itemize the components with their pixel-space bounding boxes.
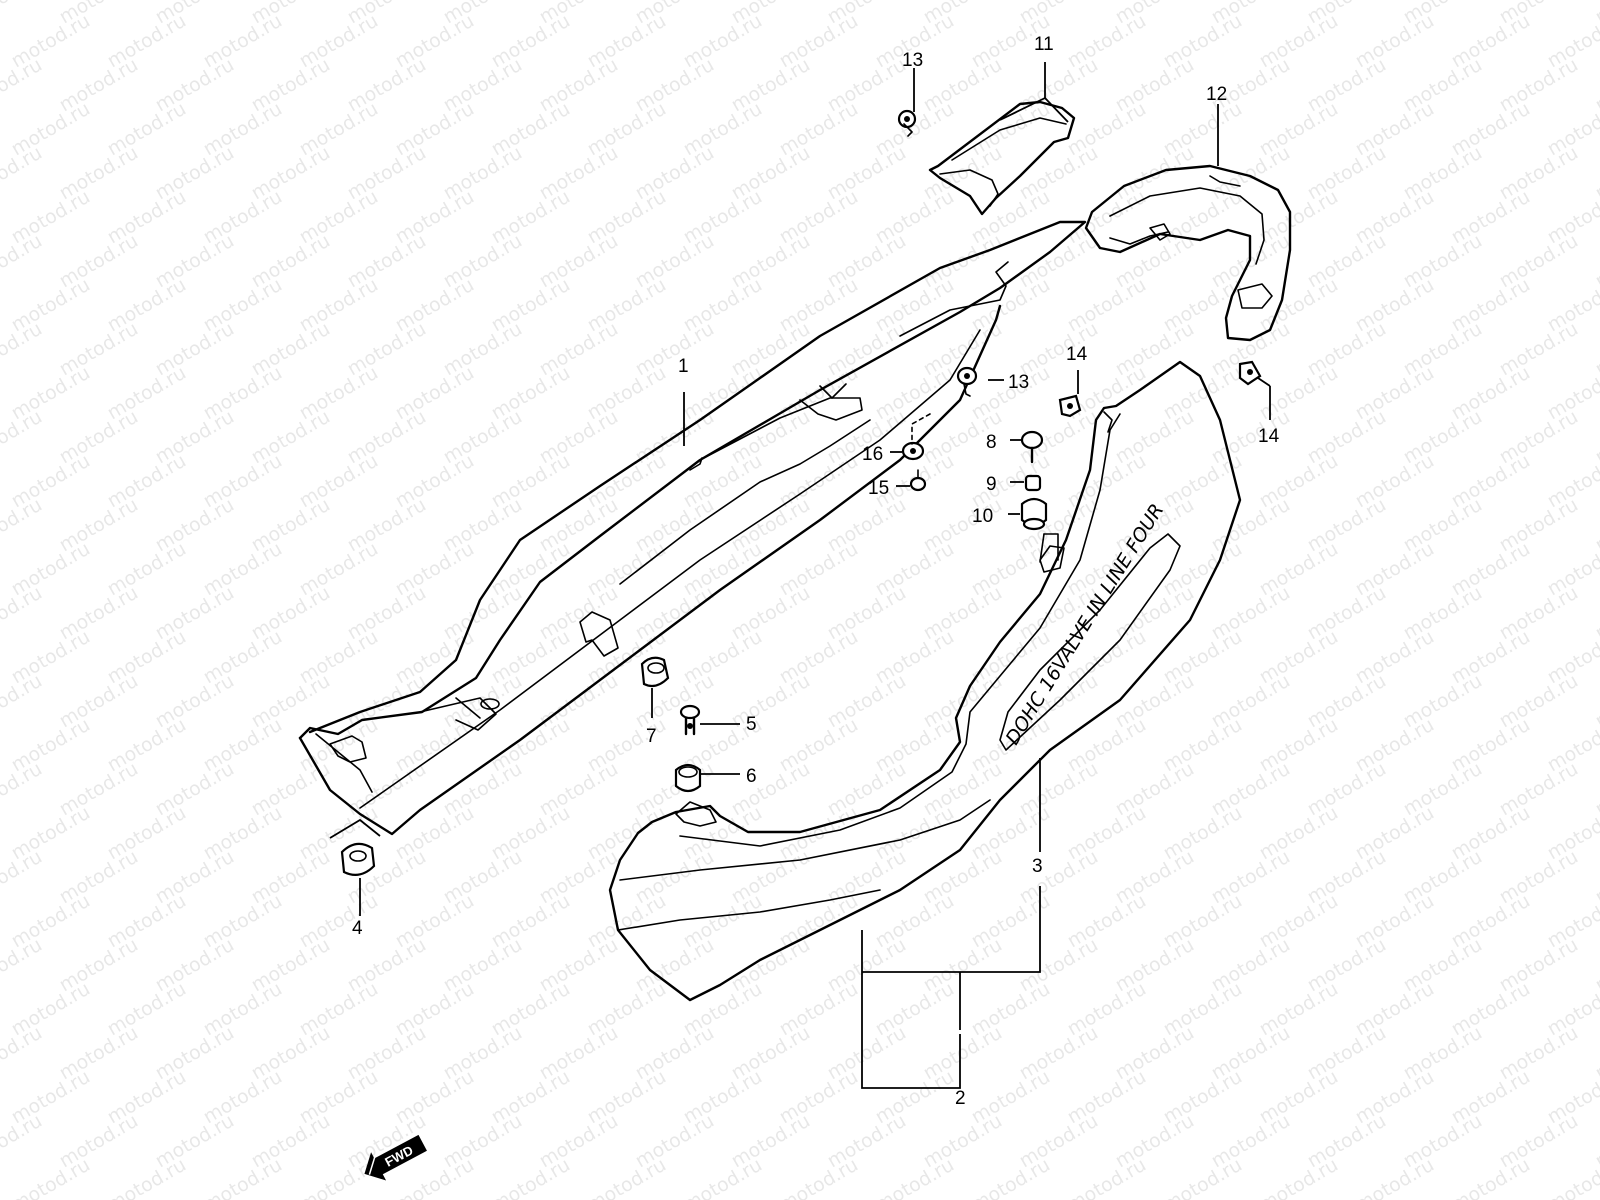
callout-16: 16 <box>862 444 883 465</box>
watermark-text: motod.ru <box>1592 1110 1600 1173</box>
callout-6: 6 <box>746 766 757 787</box>
watermark-text: motod.ru <box>0 318 46 381</box>
callout-3: 3 <box>1032 856 1043 877</box>
watermark-text: motod.ru <box>1544 1154 1600 1200</box>
callout-4: 4 <box>352 918 363 939</box>
leader-lines <box>329 62 1271 1089</box>
watermark-text: motod.ru <box>1592 494 1600 557</box>
callout-13-lower: 13 <box>1008 372 1029 393</box>
watermark-text: motod.ru <box>1592 318 1600 381</box>
watermark-text: motod.ru <box>1592 142 1600 205</box>
fwd-arrow: FWD <box>364 1134 427 1181</box>
watermark-text: motod.ru <box>0 230 46 293</box>
bolt-8 <box>1020 430 1044 464</box>
watermark-text: motod.ru <box>1592 54 1600 117</box>
watermark-text: motod.ru <box>0 1022 46 1085</box>
watermark-text: motod.ru <box>0 846 46 909</box>
watermark-text: motod.ru <box>680 1154 766 1200</box>
watermark-text: motod.ru <box>1592 0 1600 28</box>
watermark-text: motod.ru <box>1592 934 1600 997</box>
callout-15: 15 <box>868 478 889 499</box>
watermark-text: motod.ru <box>0 758 46 821</box>
callout-14-middle: 14 <box>1066 344 1088 365</box>
watermark-text: motod.ru <box>0 54 46 117</box>
screw-15 <box>909 469 927 492</box>
assembly-hint-lines <box>911 413 1059 563</box>
part-11-tail-piece <box>928 100 1076 216</box>
watermark-text: motod.ru <box>0 494 46 557</box>
watermark-text: motod.ru <box>1352 1154 1438 1200</box>
collar-9 <box>1024 474 1042 492</box>
watermark-text: motod.ru <box>0 670 46 733</box>
callout-13-upper: 13 <box>902 50 923 71</box>
cushion-4 <box>340 842 376 877</box>
grommet-6 <box>674 763 702 793</box>
watermark-text: motod.ru <box>0 142 46 205</box>
cushion-7 <box>640 656 670 688</box>
watermark-text: motod.ru <box>584 1154 670 1200</box>
grommet-10 <box>1020 497 1048 531</box>
watermark-text: motod.ru <box>1448 1154 1534 1200</box>
callout-11: 11 <box>1034 34 1054 55</box>
watermark-text: motod.ru <box>1256 1154 1342 1200</box>
callout-12: 12 <box>1206 84 1227 105</box>
watermark-text: motod.ru <box>776 1154 862 1200</box>
watermark-text: motod.ru <box>1592 758 1600 821</box>
callout-7: 7 <box>646 726 657 747</box>
callout-14-right: 14 <box>1258 426 1280 447</box>
watermark-text: motod.ru <box>1592 582 1600 645</box>
watermark-text: motod.ru <box>104 1154 190 1200</box>
watermark-text: motod.ru <box>8 1154 94 1200</box>
watermark-text: motod.ru <box>1592 846 1600 909</box>
bolt-13-upper <box>897 109 917 137</box>
callout-labels: 1 2 3 4 5 6 7 8 9 10 11 12 13 13 14 14 1… <box>352 34 1280 1109</box>
callout-5: 5 <box>746 714 757 735</box>
clip-14-middle <box>1058 394 1082 418</box>
callout-2: 2 <box>955 1088 966 1109</box>
watermark-text: motod.ru <box>1160 1154 1246 1200</box>
part-1-frame-cover <box>298 220 1087 836</box>
callout-1: 1 <box>678 356 689 377</box>
watermark-text: motod.ru <box>0 0 46 28</box>
watermark-text: motod.ru <box>0 934 46 997</box>
watermark-text: motod.ru <box>0 582 46 645</box>
watermark-text: motod.ru <box>1064 1154 1150 1200</box>
watermark-text: motod.ru <box>488 1154 574 1200</box>
watermark-text: motod.ru <box>1592 406 1600 469</box>
clip-14-right <box>1238 360 1262 386</box>
watermark-text: motod.ru <box>0 406 46 469</box>
callout-10: 10 <box>972 506 993 527</box>
part-12-rear-cowl <box>1084 164 1292 342</box>
nut-16 <box>901 441 925 461</box>
callout-8: 8 <box>986 432 997 453</box>
watermark-text: motod.ru <box>1592 670 1600 733</box>
callout-9: 9 <box>986 474 997 495</box>
fastener-5 <box>679 704 701 736</box>
watermark-text: motod.ru <box>1592 1022 1600 1085</box>
bolt-13-lower <box>956 366 978 397</box>
watermark-text: motod.ru <box>968 1154 1054 1200</box>
watermark-text: motod.ru <box>0 1110 46 1173</box>
watermark-text: motod.ru <box>872 1154 958 1200</box>
watermark-text: motod.ru <box>200 1154 286 1200</box>
watermark-text: motod.ru <box>1592 230 1600 293</box>
